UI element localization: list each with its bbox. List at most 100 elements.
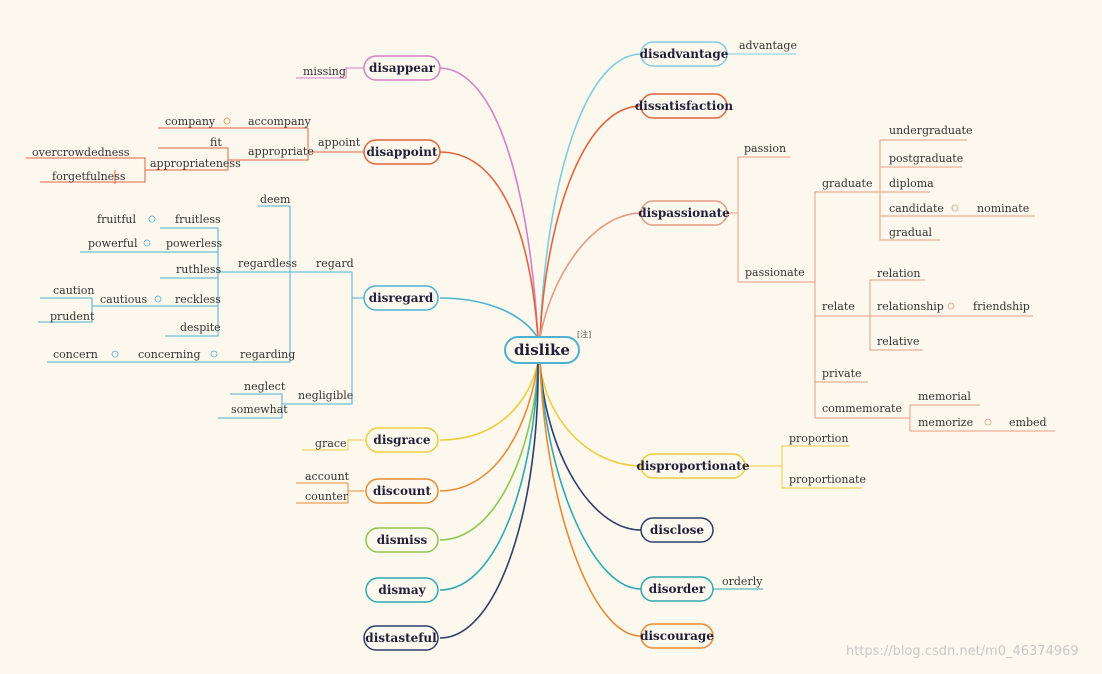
node-dispassionate[interactable]: dispassionate <box>638 200 730 226</box>
disregard-connectors <box>38 205 364 419</box>
appoint-label: appoint <box>318 136 361 149</box>
missing-label: missing <box>303 65 346 78</box>
reckless-label: reckless <box>175 293 221 306</box>
memorize-label: memorize <box>918 416 973 429</box>
link-icon <box>984 418 992 426</box>
passion-label: passion <box>744 142 786 155</box>
prudent-label: prudent <box>50 310 95 323</box>
node-disadvantage[interactable]: disadvantage <box>640 41 729 67</box>
distasteful-label: distasteful <box>365 631 437 645</box>
caution-label: caution <box>53 284 94 297</box>
link-icon <box>148 215 156 223</box>
disadvantage-label: disadvantage <box>640 47 729 61</box>
root-node[interactable]: dislike <box>504 336 580 364</box>
overcrowdedness-label: overcrowdedness <box>32 146 130 159</box>
regard-label: regard <box>316 257 354 270</box>
advantage-label: advantage <box>739 39 797 52</box>
accompany-label: accompany <box>248 115 312 128</box>
negligible-label: negligible <box>298 389 353 402</box>
candidate-label: candidate <box>889 202 944 215</box>
friendship-label: friendship <box>973 300 1030 313</box>
disorder-label: disorder <box>649 582 706 596</box>
root-label: dislike <box>514 341 570 359</box>
node-disappoint[interactable]: disappoint <box>363 139 441 165</box>
undergraduate-label: undergraduate <box>889 124 972 137</box>
node-dissatisfaction[interactable]: dissatisfaction <box>635 93 733 119</box>
relative-label: relative <box>877 335 920 348</box>
concern-label: concern <box>53 348 98 361</box>
somewhat-label: somewhat <box>231 403 288 416</box>
link-icon <box>154 295 162 303</box>
fruitless-label: fruitless <box>175 213 221 226</box>
link-icon <box>223 117 231 125</box>
node-disgrace[interactable]: disgrace <box>365 427 439 453</box>
deem-label: deem <box>260 193 291 206</box>
node-disclose[interactable]: disclose <box>640 517 714 543</box>
despite-label: despite <box>180 321 221 334</box>
commemorate-label: commemorate <box>822 402 902 415</box>
forgetfulness-label: forgetfulness <box>52 170 126 183</box>
disregard-label: disregard <box>369 291 434 305</box>
node-disorder[interactable]: disorder <box>640 576 714 602</box>
powerful-label: powerful <box>88 237 138 250</box>
discount-label: discount <box>373 484 431 498</box>
discount-connectors <box>296 482 364 504</box>
disclose-label: disclose <box>650 523 704 537</box>
nominate-label: nominate <box>977 202 1029 215</box>
fit-label: fit <box>210 136 222 149</box>
disappoint-connectors <box>26 127 364 184</box>
grace-label: grace <box>315 437 347 450</box>
disappear-connectors <box>296 67 364 79</box>
note-icon[interactable]: [注] <box>577 329 591 339</box>
node-disappear[interactable]: disappear <box>363 55 441 81</box>
dissatisfaction-label: dissatisfaction <box>635 99 733 113</box>
relation-label: relation <box>877 267 921 280</box>
node-dismay[interactable]: dismay <box>365 577 439 603</box>
relationship-label: relationship <box>877 300 944 313</box>
fruitful-label: fruitful <box>97 213 137 226</box>
gradual-label: gradual <box>889 226 933 239</box>
counter-label: counter <box>305 490 349 503</box>
discourage-label: discourage <box>640 629 714 643</box>
link-icon <box>947 302 955 310</box>
dismay-label: dismay <box>378 583 426 597</box>
neglect-label: neglect <box>244 380 286 393</box>
appropriate-label: appropriate <box>248 145 314 158</box>
disproportionate-label: disproportionate <box>637 459 750 473</box>
link-icon <box>951 204 959 212</box>
relate-label: relate <box>822 300 855 313</box>
node-disregard[interactable]: disregard <box>363 285 439 311</box>
account-label: account <box>305 470 350 483</box>
postgraduate-label: postgraduate <box>889 152 963 165</box>
diploma-label: diploma <box>889 177 934 190</box>
node-discourage[interactable]: discourage <box>640 623 714 649</box>
company-label: company <box>165 115 216 128</box>
regarding-label: regarding <box>240 348 295 361</box>
node-dismiss[interactable]: dismiss <box>365 527 439 553</box>
memorial-label: memorial <box>918 390 971 403</box>
private-label: private <box>822 367 862 380</box>
main-connectors <box>439 53 642 639</box>
regardless-label: regardless <box>238 257 297 270</box>
dispassionate-connectors <box>727 139 1055 432</box>
node-distasteful[interactable]: distasteful <box>363 625 439 651</box>
link-icon <box>111 350 119 358</box>
ruthless-label: ruthless <box>176 263 222 276</box>
node-disproportionate[interactable]: disproportionate <box>637 453 750 479</box>
proportion-label: proportion <box>789 432 849 445</box>
node-discount[interactable]: discount <box>365 478 439 504</box>
proportionate-label: proportionate <box>789 473 866 486</box>
embed-label: embed <box>1009 416 1047 429</box>
link-icon <box>143 239 151 247</box>
disgrace-label: disgrace <box>373 433 431 447</box>
appropriateness-label: appropriateness <box>150 157 241 170</box>
concerning-label: concerning <box>138 348 201 361</box>
watermark: https://blog.csdn.net/m0_46374969 <box>846 644 1079 659</box>
disappoint-label: disappoint <box>366 145 438 159</box>
link-icon <box>210 350 218 358</box>
orderly-label: orderly <box>722 575 763 588</box>
disappear-label: disappear <box>369 61 436 75</box>
graduate-label: graduate <box>822 177 872 190</box>
